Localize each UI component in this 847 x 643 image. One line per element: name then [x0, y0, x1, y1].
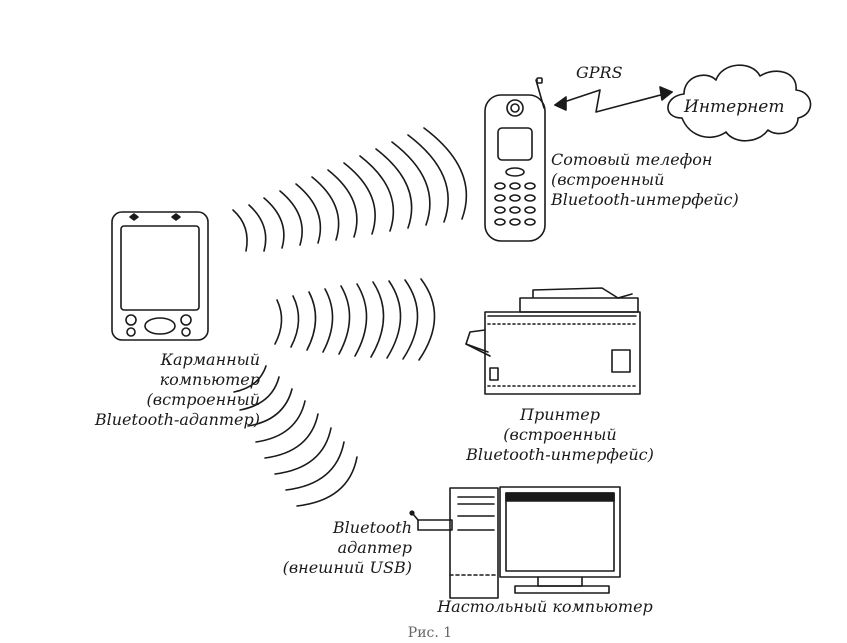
- desktop-label: Настольный компьютер: [437, 597, 653, 616]
- internet-cloud: [667, 64, 812, 142]
- gprs-link: [554, 86, 673, 113]
- desktop-system-unit: [449, 487, 499, 599]
- gprs-label: GPRS: [576, 63, 623, 82]
- pda-device: [111, 211, 209, 341]
- printer-label: Принтер (встроенный Bluetooth-интерфейс): [466, 405, 654, 464]
- cell-phone: [484, 77, 546, 242]
- desktop-monitor: [499, 486, 621, 594]
- figure-caption: Рис. 1: [407, 625, 453, 641]
- phone-label: Сотовый телефон (встроенный Bluetooth-ин…: [551, 150, 739, 209]
- waves-pda-to-phone: [232, 127, 468, 252]
- usb-bluetooth-adapter: [409, 510, 453, 531]
- internet-label: Интернет: [684, 97, 785, 117]
- usb-adapter-label: Bluetooth адаптер (внешний USB): [282, 518, 412, 577]
- printer-device: [465, 287, 641, 395]
- waves-pda-to-desktop: [233, 365, 358, 507]
- waves-pda-to-printer: [274, 278, 436, 361]
- pda-label: Карманный компьютер (встроенный Bluetoot…: [94, 350, 260, 429]
